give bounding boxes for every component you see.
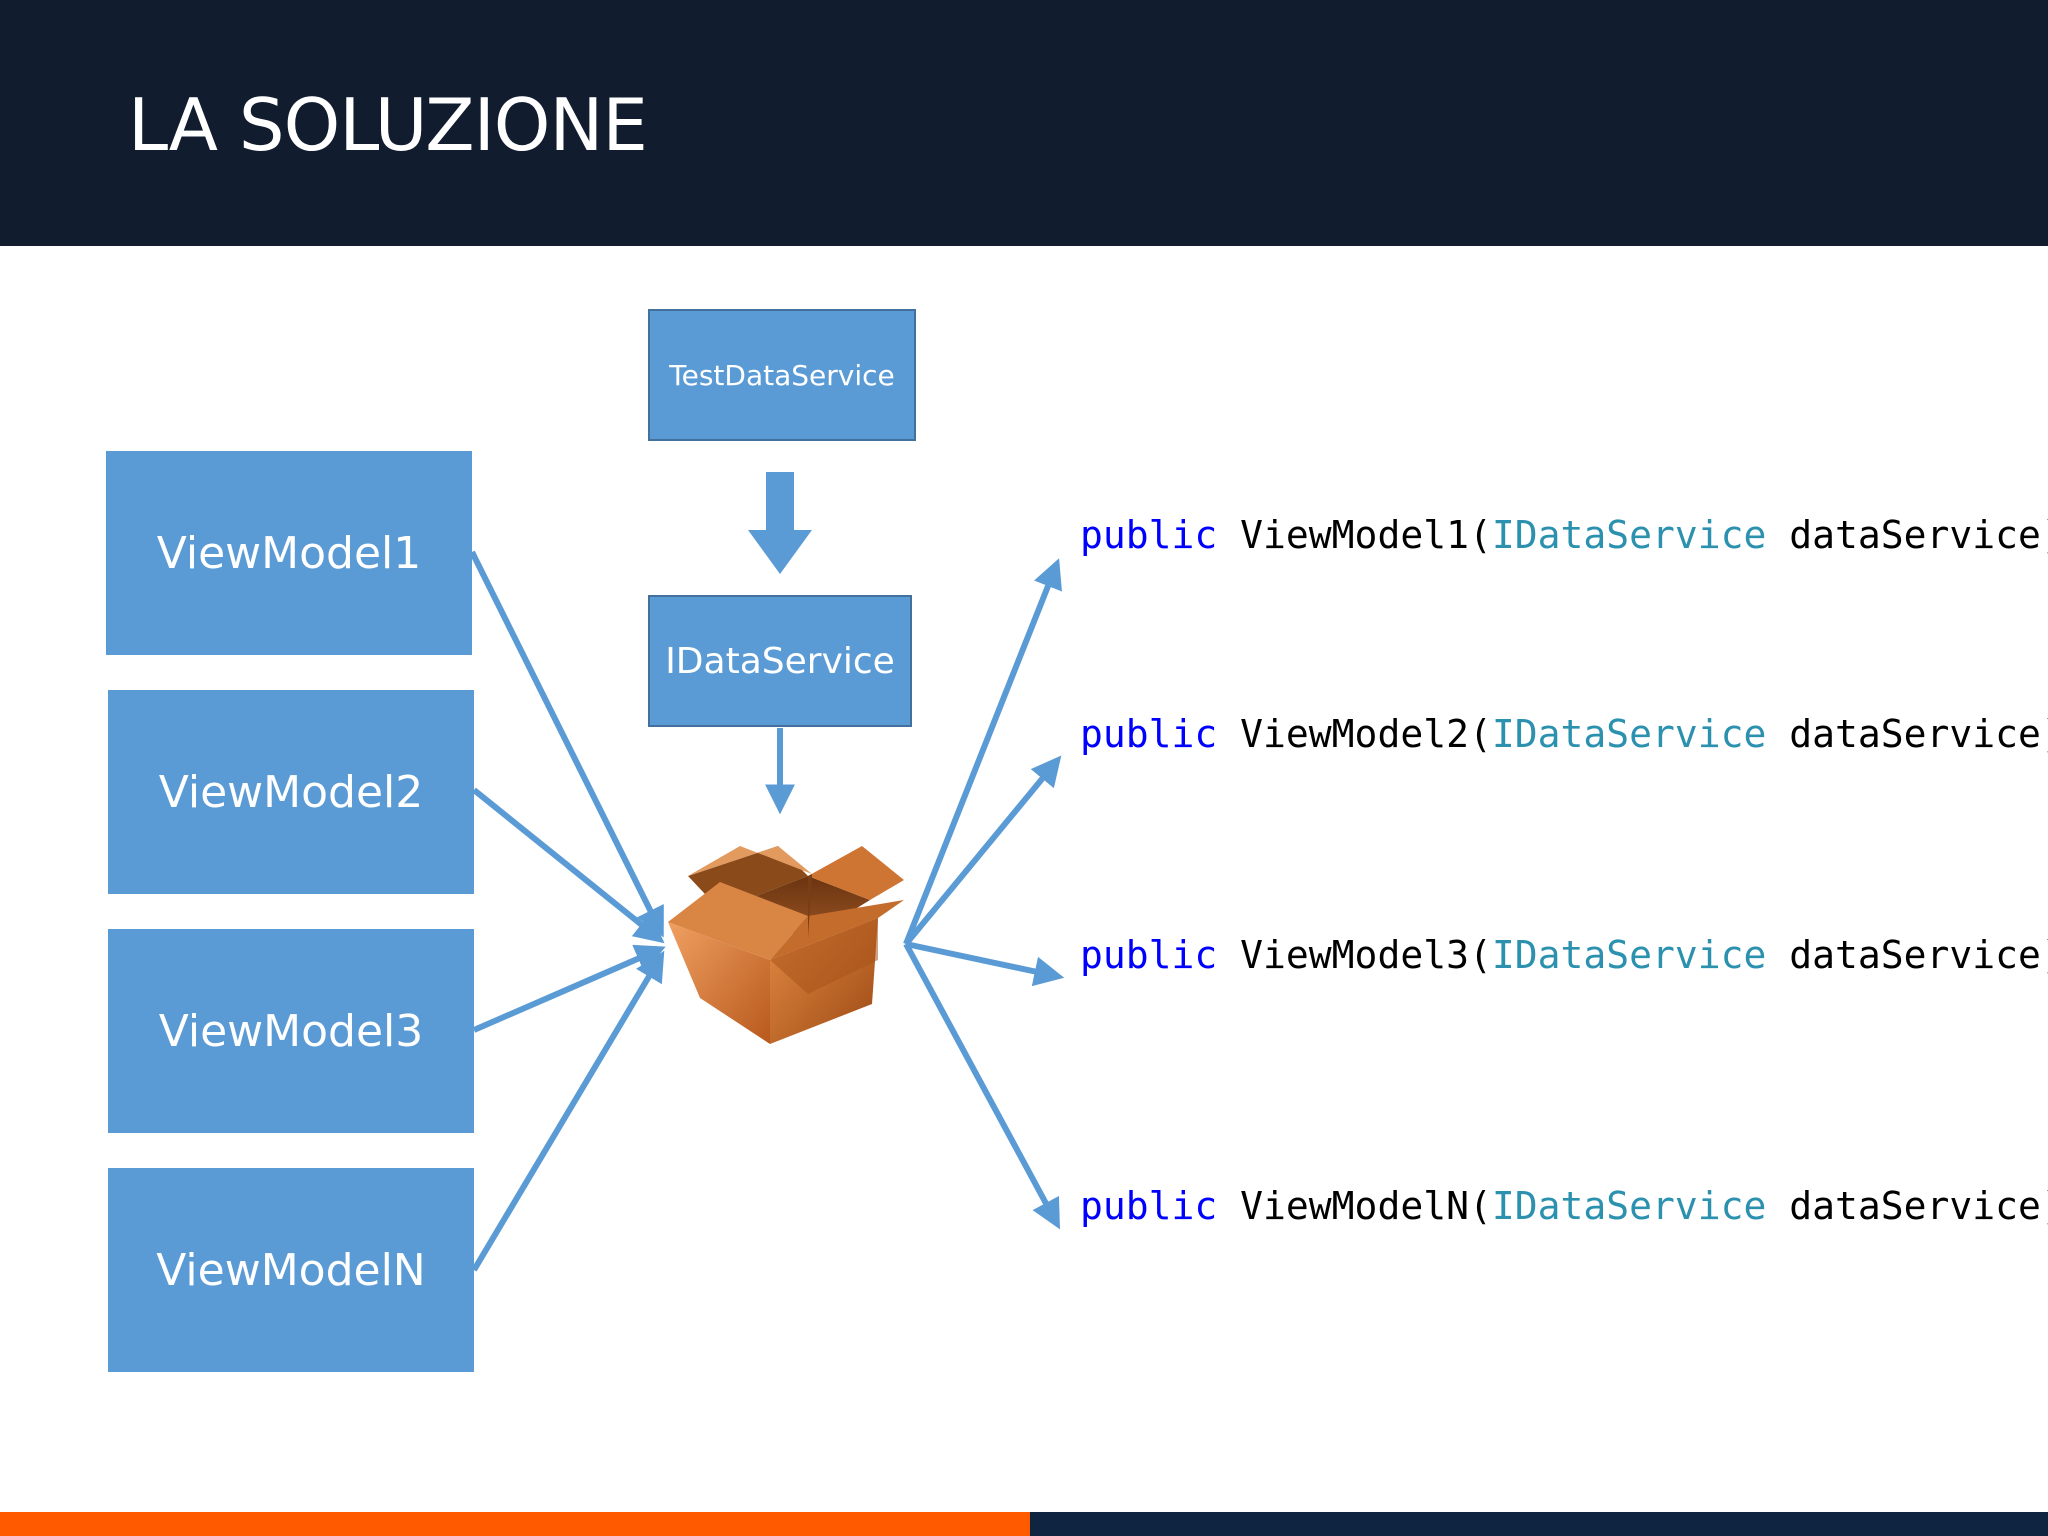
code-ctor-name: ViewModel3(	[1240, 933, 1492, 977]
code-type: IDataService	[1491, 513, 1767, 557]
code-param: dataService)	[1766, 933, 2048, 977]
idataservice-box: IDataService	[648, 595, 912, 727]
arrow-container-to-ctor2	[903, 755, 1062, 946]
slide-title: LA SOLUZIONE	[128, 83, 648, 167]
constructor-line-n: public ViewModelN(IDataService dataServi…	[1080, 1183, 2048, 1229]
code-type: IDataService	[1491, 1184, 1767, 1228]
arrow-vm3-to-container	[472, 944, 666, 1033]
constructor-line-3: public ViewModel3(IDataService dataServi…	[1080, 932, 2048, 978]
footer-dark-bar	[1030, 1512, 2048, 1536]
code-keyword: public	[1080, 513, 1218, 557]
code-ctor-name: ViewModel2(	[1240, 712, 1492, 756]
viewmodel-label: ViewModel3	[158, 1005, 424, 1057]
constructor-line-1: public ViewModel1(IDataService dataServi…	[1080, 512, 2048, 558]
viewmodel-label: ViewModel1	[156, 527, 422, 579]
code-keyword: public	[1080, 712, 1218, 756]
arrow-vm1-to-container	[469, 550, 664, 938]
code-ctor-name: ViewModelN(	[1240, 1184, 1492, 1228]
arrow-container-to-ctorn	[903, 942, 1060, 1230]
viewmodel-box-1: ViewModel1	[106, 451, 472, 655]
code-param: dataService)	[1766, 712, 2048, 756]
test-data-service-label: TestDataService	[669, 358, 895, 392]
test-data-service-box: TestDataService	[648, 309, 916, 441]
viewmodel-box-n: ViewModelN	[108, 1168, 474, 1372]
arrow-container-to-ctor3	[905, 941, 1065, 987]
code-type: IDataService	[1491, 933, 1767, 977]
footer-accent-bar	[0, 1512, 1030, 1536]
arrow-vm2-to-container	[472, 787, 665, 944]
code-keyword: public	[1080, 1184, 1218, 1228]
arrow-vmn-to-container	[471, 950, 665, 1272]
arrow-container-to-ctor1	[903, 558, 1062, 946]
down-block-arrow	[748, 472, 812, 574]
slide-header: LA SOLUZIONE	[0, 0, 2048, 246]
code-param: dataService)	[1766, 1184, 2048, 1228]
idataservice-label: IDataService	[665, 640, 895, 682]
code-type: IDataService	[1491, 712, 1767, 756]
viewmodel-box-2: ViewModel2	[108, 690, 474, 894]
code-param: dataService)	[1766, 513, 2048, 557]
cardboard-box-icon	[668, 846, 904, 1044]
viewmodel-box-3: ViewModel3	[108, 929, 474, 1133]
viewmodel-label: ViewModel2	[158, 766, 424, 818]
constructor-line-2: public ViewModel2(IDataService dataServi…	[1080, 711, 2048, 757]
viewmodel-label: ViewModelN	[156, 1244, 426, 1296]
code-keyword: public	[1080, 933, 1218, 977]
code-ctor-name: ViewModel1(	[1240, 513, 1492, 557]
